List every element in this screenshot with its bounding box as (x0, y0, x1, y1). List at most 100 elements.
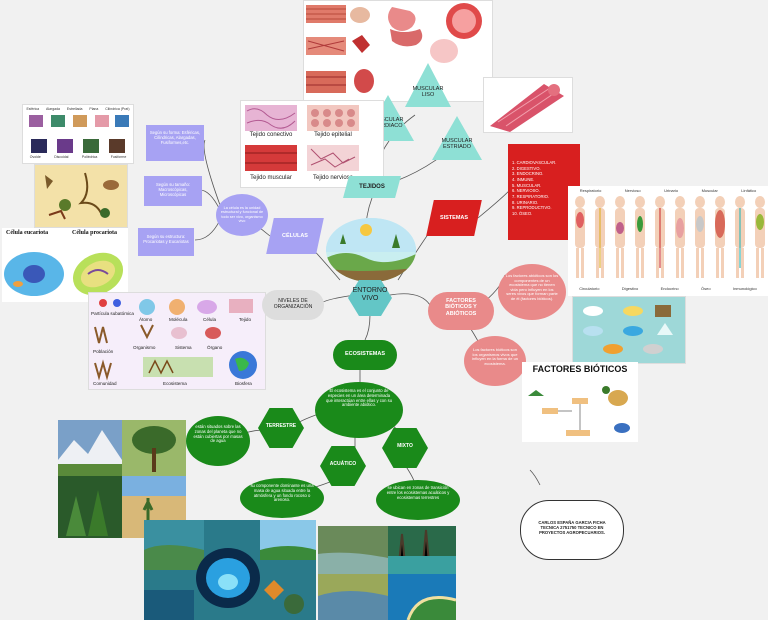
entorno-vivo-node[interactable] (348, 280, 392, 316)
center-line1: ENTORNO (352, 287, 388, 294)
sistema-item: 4. INMUNE. (512, 177, 535, 183)
bioticos-image-title: FACTORES BIÓTICOS (532, 364, 628, 374)
mixto-title: MIXTO (397, 443, 413, 449)
entorno-vivo-title: ENTORNO VIVO (348, 287, 392, 303)
body-label: Digestivo (621, 286, 639, 291)
aquatic-landscapes-image (144, 520, 316, 620)
cell-shapes-image: Esférica Alargada Estrellada Plana Cilín… (22, 104, 134, 164)
cell-type-label: Alargada (45, 107, 60, 111)
cell-type-label: Estrellada (66, 107, 83, 111)
tejido-conectivo-label: Tejido conectivo (249, 132, 293, 138)
celula-forma-box[interactable]: Según su forma: Esféricas, Cilíndricas, … (146, 125, 204, 161)
sistema-item: 2. DIGESTIVO. (512, 165, 541, 171)
cell-type-label: Discoidal (54, 155, 69, 159)
striated-muscle-image (483, 77, 573, 133)
abioticos-text: Los factores abióticos son los component… (505, 273, 559, 301)
celula-tamano-text: Según su tamaño: Macroscópicas, Microscó… (156, 182, 190, 197)
body-label: Linfático (741, 188, 757, 193)
body-systems-image: Respiratorio Nervioso Urinario Muscular … (568, 186, 768, 296)
body-label: Inmunológico (732, 286, 757, 291)
cell-type-label: Poliédrica (81, 155, 98, 159)
nivel-label: Célula (203, 317, 217, 322)
acuatico-text: su componente dominante es una masa de a… (250, 483, 314, 503)
cell-type-label: Plana (89, 107, 99, 111)
body-label: Endocrino (660, 286, 679, 291)
sistema-item: 6. NERVIOSO. (512, 188, 540, 194)
cell-structure-image: Célula eucariota Célula procariota (2, 228, 128, 302)
cell-type-label: Fusiforme (110, 155, 127, 159)
ecosistemas-node[interactable]: ECOSISTEMAS (333, 340, 397, 370)
nivel-label: Comunidad (93, 381, 117, 386)
sistemas-title: SISTEMAS (439, 215, 469, 221)
factores-node[interactable]: FACTORES BIÓTICOS Y ABIÓTICOS (428, 292, 494, 330)
nivel-label: Población (93, 349, 114, 354)
bioticos-circle[interactable]: Los factores bióticos son los organismos… (464, 336, 526, 386)
sistema-item: 1. CARDIOVASCULAR. (512, 160, 557, 165)
abioticos-circle[interactable]: Los factores abióticos son los component… (498, 264, 566, 320)
celula-definition-text: La célula es la unidad estructural y fun… (220, 206, 264, 224)
author-text: CARLOS ESPAÑA GARCIA FICHA TECNICA 27517… (538, 520, 606, 535)
nivel-label: Sistema (175, 345, 192, 350)
nivel-label: Ecosistema (163, 381, 187, 386)
body-label: Óseo (701, 286, 711, 291)
terrestrial-landscapes-image (58, 420, 186, 538)
muscular-cardiaco-label: MUSCULAR CARDIACO (372, 117, 404, 130)
tejido-epitelial-label: Tejido epitelial (314, 132, 352, 138)
cell-type-label: Esférica (26, 107, 40, 111)
procariota-label: Célula procariota (72, 230, 118, 236)
eucariota-label: Célula eucariota (6, 230, 49, 236)
body-label: Circulatorio (579, 286, 600, 291)
mixed-landscapes-image (318, 526, 456, 620)
body-label: Nervioso (624, 188, 641, 193)
ecosistema-definition-circle[interactable]: El ecosistema es el conjunto de especies… (315, 382, 403, 438)
author-info-box: CARLOS ESPAÑA GARCIA FICHA TECNICA 27517… (520, 500, 624, 560)
sistema-item: 8. URINARIO. (512, 199, 539, 205)
niveles-image: Partícula subatómica Átomo Molécula Célu… (88, 292, 266, 390)
muscular-liso-triangle[interactable] (405, 63, 451, 107)
sistema-item: 9. REPRODUCTIVO. (512, 205, 552, 211)
entorno-vivo-illustration (326, 218, 416, 282)
tejidos-title: TEJIDOS (359, 184, 385, 190)
nivel-label: Órgano (207, 345, 223, 350)
factores-title: FACTORES BIÓTICOS Y ABIÓTICOS (445, 298, 477, 317)
muscular-estriado-triangle[interactable] (432, 116, 482, 160)
nivel-label: Biosfera (235, 381, 252, 386)
terrestre-description-circle[interactable]: están situados sobre las zonas del plane… (186, 416, 250, 466)
terrestre-title: TERRESTRE (265, 423, 297, 429)
mixto-description-circle[interactable]: se ubican en zonas de transición entre l… (376, 480, 460, 520)
nivel-label: Átomo (139, 317, 153, 322)
tejido-nervioso-label: Tejido nervioso (312, 175, 354, 181)
nivel-label: Organismo (133, 345, 156, 350)
sistema-item: 3. ENDOCRINO. (512, 171, 544, 177)
body-label: Respiratorio (579, 188, 602, 193)
celula-tamano-box[interactable]: Según su tamaño: Macroscópicas, Microscó… (144, 176, 202, 206)
celula-estructura-text: Según su estructura: Procariotas y Eucar… (143, 234, 189, 244)
center-line2: VIVO (361, 295, 379, 303)
nivel-label: Tejido (239, 317, 252, 322)
body-label: Urinario (664, 188, 679, 193)
body-label: Muscular (701, 188, 718, 193)
celula-definition-circle[interactable]: La célula es la unidad estructural y fun… (216, 194, 268, 236)
cell-type-label: Ovoide (29, 155, 41, 159)
nivel-label: Partícula subatómica (91, 311, 134, 316)
nivel-label: Molécula (169, 317, 188, 322)
acuatico-title: ACUÁTICO (329, 461, 357, 467)
terrestre-text: están situados sobre las zonas del plane… (193, 424, 243, 444)
muscle-tissue-images (303, 0, 493, 102)
sistema-item: 7. RESPIRATORIO. (512, 194, 550, 200)
tejidos-images-panel: Tejido conectivo Tejido epitelial Tejido… (240, 100, 384, 188)
celulas-title: CÉLULAS (282, 233, 308, 239)
mixto-text: se ubican en zonas de transición entre l… (386, 485, 450, 500)
sistema-item: 5. MUSCULAR. (512, 182, 542, 188)
celula-forma-text: Según su forma: Esféricas, Cilíndricas, … (149, 130, 201, 145)
niveles-title: NIVELES DE ORGANIZACIÓN (273, 298, 313, 310)
muscular-liso-label: MUSCULAR LISO (412, 86, 444, 99)
cell-size-image (34, 164, 128, 228)
muscular-estriado-label: MUSCULAR ESTRIADO (441, 138, 473, 151)
biotic-factors-image: FACTORES BIÓTICOS (522, 362, 638, 442)
celula-estructura-box[interactable]: Según su estructura: Procariotas y Eucar… (138, 228, 194, 256)
acuatico-description-circle[interactable]: su componente dominante es una masa de a… (240, 478, 324, 518)
ecosistema-definition-text: El ecosistema es el conjunto de especies… (325, 388, 393, 408)
niveles-node[interactable]: NIVELES DE ORGANIZACIÓN (262, 290, 324, 320)
tejido-muscular-label: Tejido muscular (250, 175, 292, 181)
